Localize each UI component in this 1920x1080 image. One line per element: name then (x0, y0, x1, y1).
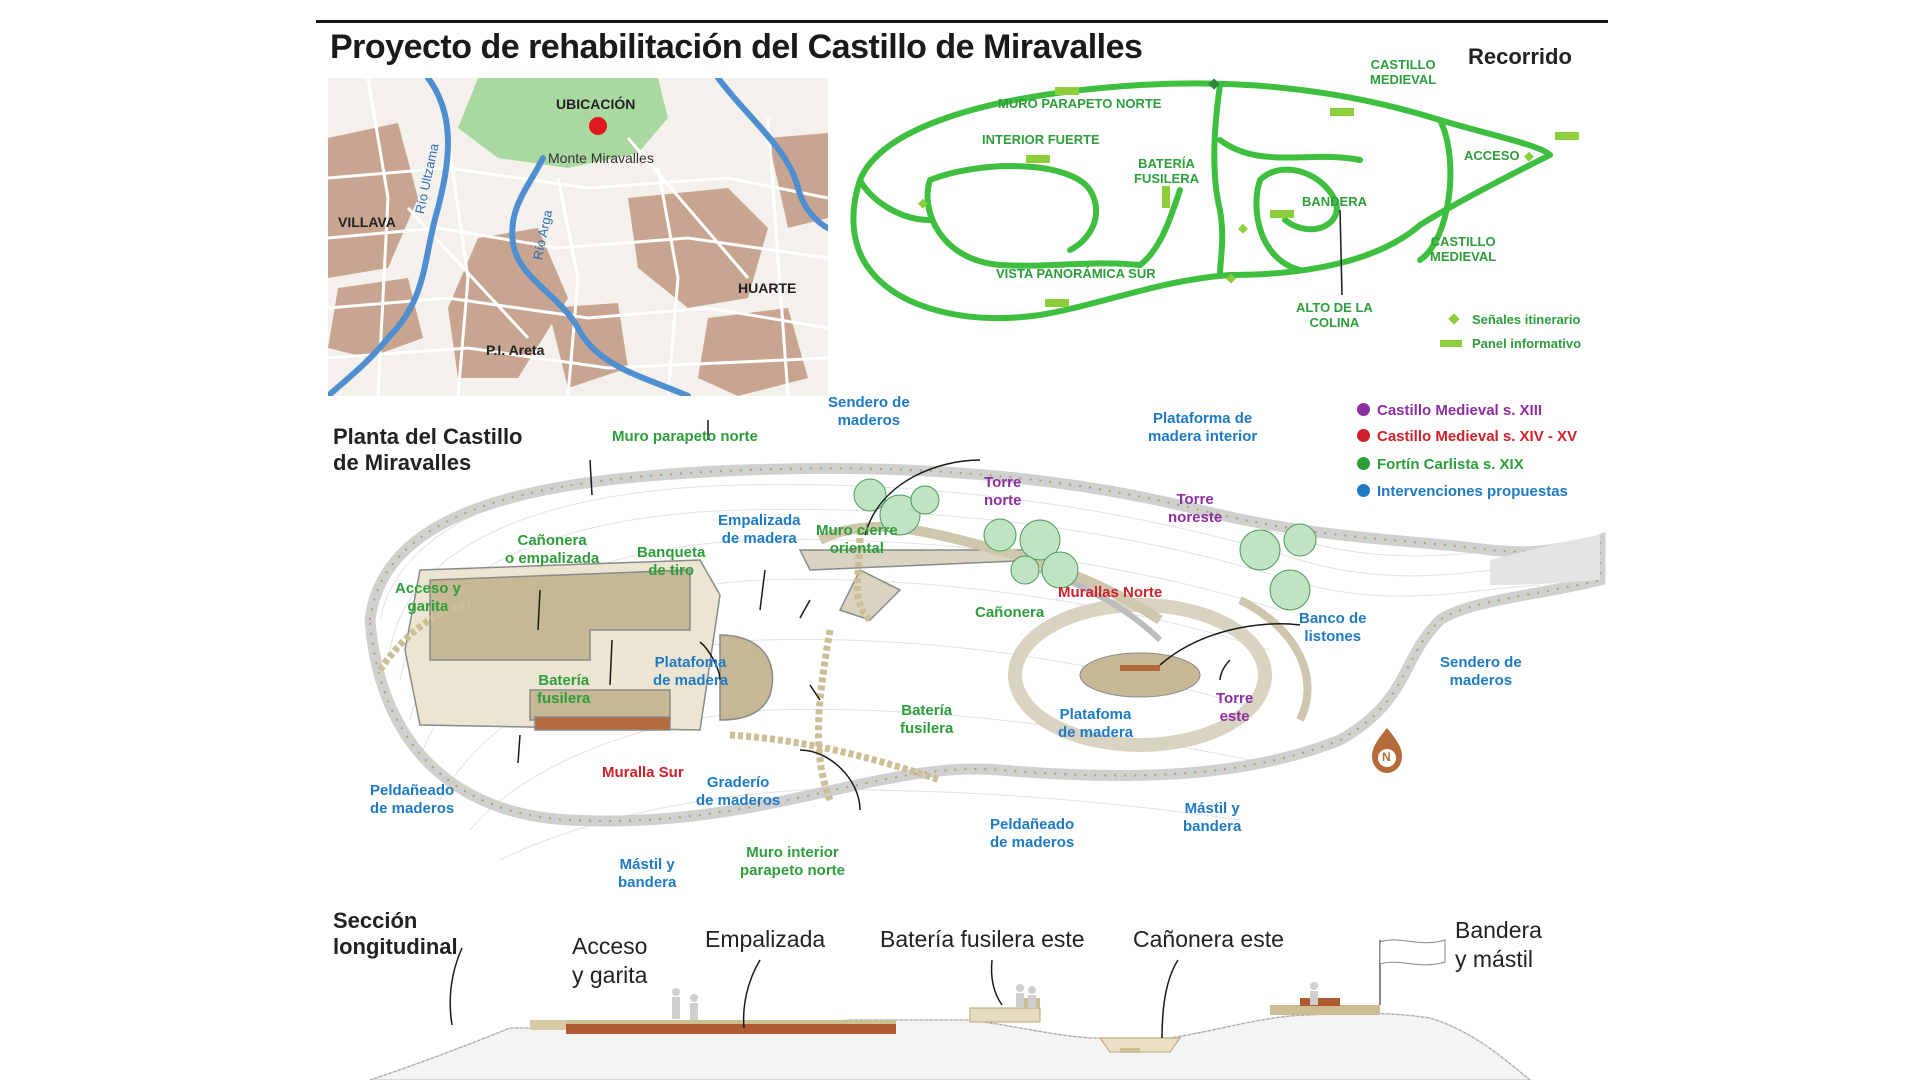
plan-north-label: N (1382, 750, 1391, 764)
north-wall (817, 521, 1163, 625)
route-interior-fuerte: INTERIOR FUERTE (982, 132, 1100, 147)
plan-legend-item-1: Castillo Medieval s. XIII (1357, 402, 1542, 419)
section-acceso: Acceso y garita (572, 933, 648, 988)
plan-peldaneado-2: Peldañeado de maderos (990, 816, 1075, 851)
wood-steps (377, 529, 942, 802)
plan-sendero-maderos-2: Sendero de maderos (1440, 654, 1522, 689)
plan-plataforma-madera-2: Platafoma de madera (1058, 706, 1134, 741)
section-empalizada: Empalizada (705, 926, 826, 952)
info-panels (1026, 87, 1579, 307)
route-legend-panel: Panel informativo (1472, 336, 1582, 351)
map-ubicacion: UBICACIÓN (556, 96, 636, 112)
route-title: Recorrido (1468, 44, 1572, 69)
map-areta: P.I. Areta (486, 342, 545, 358)
plan-plataforma-madera-interior: Plataforma de madera interior (1148, 410, 1258, 445)
plan-muro-cierre-oriental: Muro cierre oriental (816, 522, 898, 557)
plan-canonera-empalizada: Cañonera o empalizada (505, 532, 600, 567)
map-villava: VILLAVA (338, 214, 396, 230)
section-canonera: Cañonera este (1133, 926, 1284, 952)
route-diagram (850, 78, 1579, 347)
route-vista-panoramica-sur: VISTA PANORÁMICA SUR (996, 266, 1156, 281)
legend-dot-blue (1357, 484, 1370, 497)
route-acceso: ACCESO (1464, 148, 1520, 163)
page-title: Proyecto de rehabilitación del Castillo … (330, 28, 1143, 66)
plan-torre-noreste: Torre noreste (1168, 491, 1223, 526)
route-alto-colina: ALTO DE LA COLINA (1296, 300, 1373, 330)
longitudinal-section (370, 939, 1532, 1080)
plan-canonera: Cañonera (975, 604, 1045, 621)
leader-lines (517, 420, 1301, 811)
route-bateria-fusilera: BATERÍA FUSILERA (1134, 156, 1199, 186)
trees (853, 478, 1317, 611)
location-marker-icon (589, 117, 607, 135)
plan-acceso-garita: Acceso y garita (395, 580, 461, 615)
route-paths (850, 80, 1553, 321)
route-bandera: BANDERA (1302, 194, 1367, 209)
people-silhouettes (672, 982, 1318, 1020)
plan-plataforma-madera-1: Platafoma de madera (653, 654, 729, 689)
plan-title: Planta del Castillo de Miravalles (333, 424, 523, 476)
plan-graderio: Graderío de maderos (696, 774, 781, 809)
plan-banco-listones: Banco de listones (1299, 610, 1367, 645)
streets (328, 78, 828, 396)
map-monte: Monte Miravalles (548, 150, 654, 166)
plan-legend-item-2: Castillo Medieval s. XIV - XV (1357, 428, 1577, 445)
castle-plan (364, 420, 1606, 861)
plan-muralla-sur: Muralla Sur (602, 764, 684, 781)
plan-muro-interior: Muro interior parapeto norte (740, 844, 846, 879)
plan-legend-item-4: Intervenciones propuestas (1357, 483, 1568, 500)
route-muro-parapeto-norte: MURO PARAPETO NORTE (998, 96, 1162, 111)
north-arrow-icon (1372, 728, 1402, 773)
fort-walls (404, 549, 1042, 731)
section-leader-lines (449, 947, 1179, 1039)
top-rule (316, 20, 1608, 23)
route-signs (918, 78, 1534, 284)
plan-torre-norte: Torre norte (984, 474, 1022, 509)
plan-murallas-norte: Murallas Norte (1058, 584, 1163, 601)
plan-bateria-fusilera-1: Batería fusilera (537, 672, 591, 707)
section-bateria: Batería fusilera este (880, 926, 1085, 952)
flag-icon (1379, 939, 1446, 966)
plan-sendero-maderos-1: Sendero de maderos (828, 394, 910, 429)
route-castillo-medieval-2: CASTILLO MEDIEVAL (1430, 234, 1497, 264)
route-castillo-medieval-1: CASTILLO MEDIEVAL (1370, 57, 1437, 87)
plan-bateria-fusilera-2: Batería fusilera (900, 702, 954, 737)
plan-legend-item-3: Fortín Carlista s. XIX (1357, 456, 1524, 473)
plan-banqueta-tiro: Banqueta de tiro (637, 544, 706, 579)
plan-peldaneado-1: Peldañeado de maderos (370, 782, 455, 817)
location-map (328, 78, 828, 396)
plan-mastil-2: Mástil y bandera (1183, 800, 1242, 835)
route-legend-senales: Señales itinerario (1472, 312, 1581, 327)
plan-muro-parapeto-norte: Muro parapeto norte (612, 428, 758, 445)
plan-torre-este: Torre este (1216, 690, 1254, 725)
legend-dot-green (1357, 457, 1370, 470)
map-huarte: HUARTE (738, 280, 797, 296)
legend-dot-purple (1357, 403, 1370, 416)
section-title: Sección longitudinal (333, 908, 458, 960)
section-deck (566, 1024, 896, 1034)
legend-dot-red (1357, 429, 1370, 442)
plan-mastil-1: Mástil y bandera (618, 856, 677, 891)
plan-empalizada-madera: Empalizada de madera (718, 512, 801, 547)
east-wall (1238, 596, 1312, 722)
section-bandera: Bandera y mástil (1455, 917, 1542, 972)
rivers (328, 78, 828, 396)
